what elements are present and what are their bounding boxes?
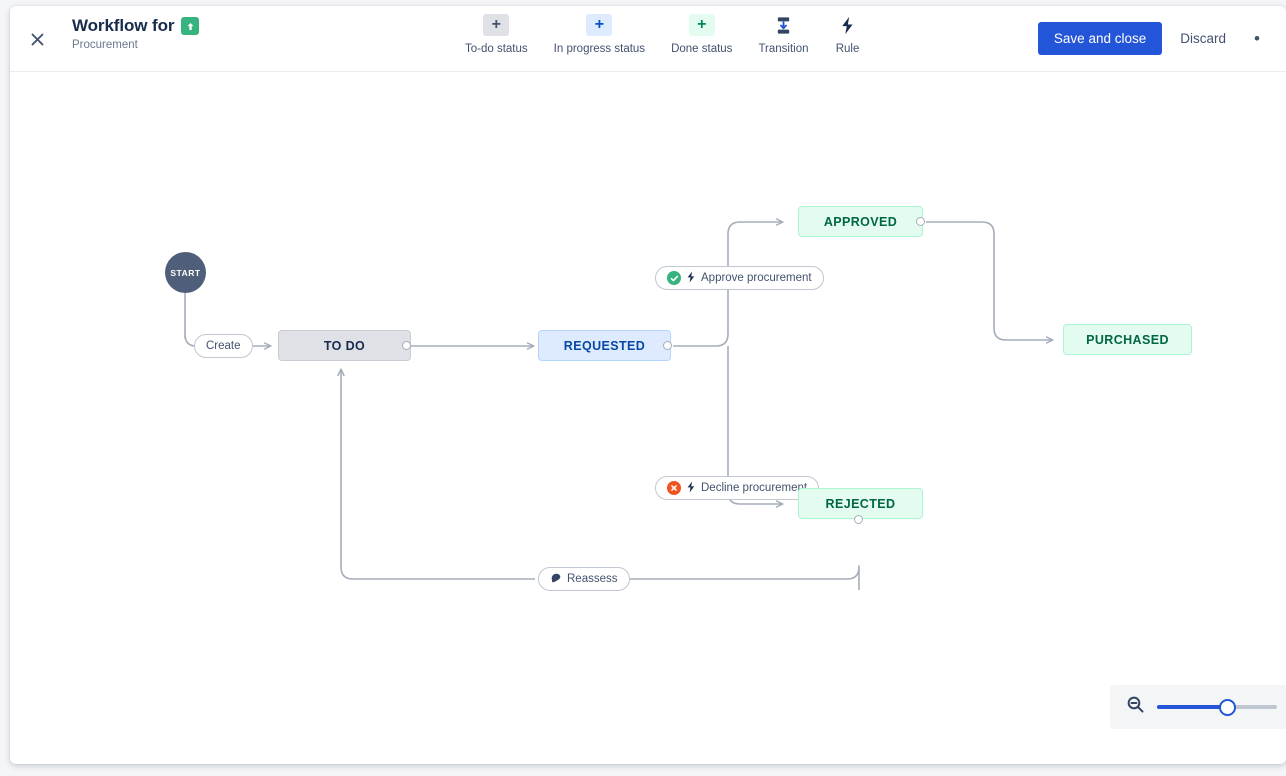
status-node-approved-label: APPROVED [823,214,898,229]
title-row: Workflow for [72,16,200,36]
add-todo-status-label: To-do status [465,43,528,55]
connector-dot-rejected-bottom[interactable] [854,515,863,524]
add-done-status-button[interactable]: + Done status [671,14,732,55]
transition-approve-label: Approve procurement [701,272,812,284]
connector-dot-requested-right[interactable] [663,341,672,350]
transition-decline-label: Decline procurement [701,482,808,494]
add-done-status-label: Done status [671,43,733,55]
start-node[interactable]: START [165,252,206,293]
condition-icon [550,572,562,587]
editor-toolbar: + To-do status + In progress status + Do… [465,14,861,55]
workflow-edges [184,218,1054,590]
check-circle-icon [667,271,681,285]
transition-icon [770,14,796,36]
zoom-slider[interactable] [1157,698,1277,716]
add-transition-label: Transition [758,43,809,55]
status-node-requested[interactable]: REQUESTED [538,330,671,361]
status-node-approved[interactable]: APPROVED [798,206,923,237]
plus-icon: + [688,14,715,36]
transition-reassess-label: Reassess [567,573,618,585]
status-node-requested-label: REQUESTED [563,338,646,353]
add-in-progress-status-button[interactable]: + In progress status [554,14,645,55]
status-node-to-do[interactable]: TO DO [278,330,411,361]
status-node-rejected[interactable]: REJECTED [798,488,923,519]
add-rule-label: Rule [835,43,860,55]
plus-icon: + [483,14,510,36]
status-node-purchased-label: PURCHASED [1086,332,1169,347]
lightning-icon [835,14,861,36]
transition-create-label: Create [206,340,241,352]
zoom-slider-thumb[interactable] [1218,698,1236,716]
connector-dot-approved-right[interactable] [916,217,925,226]
page-title: Workflow for [72,16,175,35]
transition-reassess[interactable]: Reassess [538,567,630,591]
title-block: Workflow for Procurement [72,16,200,51]
lightning-icon [686,271,696,286]
workflow-canvas[interactable]: START Create TO DO REQUESTED APPROVED [10,72,1286,764]
story-up-arrow-icon [181,17,200,35]
transition-create[interactable]: Create [194,334,253,358]
connector-dot-to-do-right[interactable] [402,341,411,350]
add-rule-button[interactable]: Rule [835,14,861,55]
workflow-subtitle: Procurement [72,39,138,51]
add-transition-button[interactable]: Transition [758,14,809,55]
transition-decline-procurement[interactable]: Decline procurement [655,476,820,500]
close-icon[interactable] [22,24,52,54]
lightning-icon [686,481,696,496]
plus-icon: + [586,14,613,36]
workflow-editor-window: Workflow for Procurement + To-do status … [10,6,1286,764]
error-circle-icon [667,481,681,495]
editor-header: Workflow for Procurement + To-do status … [10,6,1286,72]
zoom-control [1110,685,1286,729]
add-todo-status-button[interactable]: + To-do status [465,14,528,55]
status-node-purchased[interactable]: PURCHASED [1063,324,1192,355]
status-node-rejected-label: REJECTED [825,496,896,511]
add-in-progress-status-label: In progress status [553,43,646,55]
save-and-close-button[interactable]: Save and close [1037,22,1163,55]
status-node-to-do-label: TO DO [323,338,366,353]
more-options-icon[interactable]: • [1254,28,1260,48]
start-node-label: START [170,267,201,278]
zoom-out-icon[interactable] [1126,695,1145,719]
discard-button[interactable]: Discard [1166,22,1240,55]
transition-approve-procurement[interactable]: Approve procurement [655,266,824,290]
zoom-slider-fill [1157,705,1227,709]
header-actions: Save and close Discard • [1037,22,1270,55]
